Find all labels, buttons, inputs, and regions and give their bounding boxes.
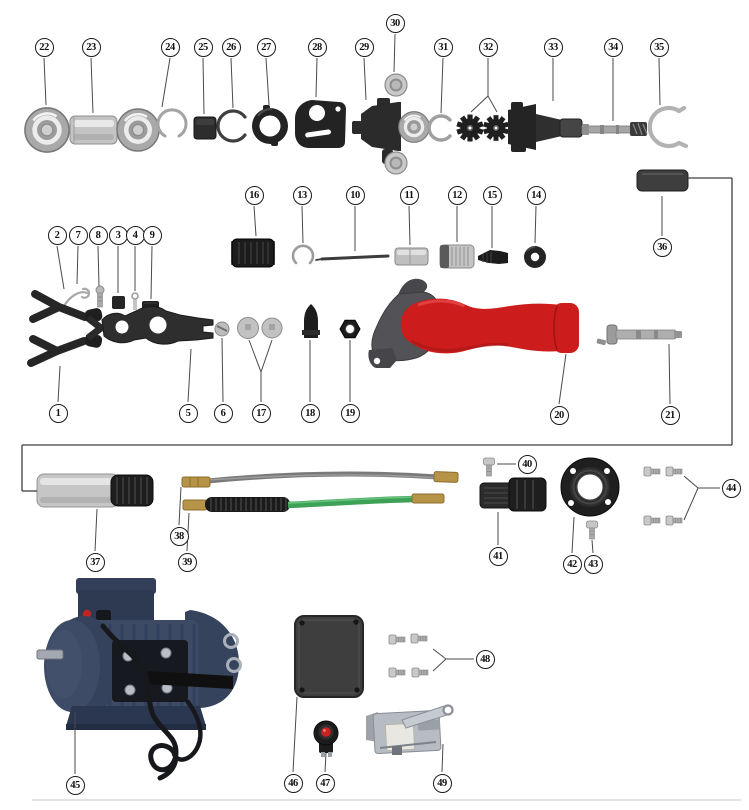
part-26-ring <box>216 109 247 143</box>
leader-17 <box>260 339 273 373</box>
leader-11 <box>408 205 411 246</box>
part-47-red-button-switch <box>313 720 339 757</box>
part-10-rod <box>315 254 390 261</box>
part-15-tapered-plug <box>478 250 508 264</box>
part-17-ball-joints <box>237 317 283 339</box>
leader-32 <box>470 95 489 113</box>
part-22-bearing <box>23 106 71 154</box>
leader-16 <box>253 205 257 237</box>
part-27-collar <box>252 105 288 146</box>
leader-39 <box>186 512 190 552</box>
leader-37 <box>94 508 98 552</box>
part-5-fork-arm <box>84 306 214 348</box>
part-36-cylinder <box>636 169 689 192</box>
leader-25 <box>202 57 205 115</box>
leader-26 <box>230 57 234 109</box>
part-43-screw <box>586 520 598 540</box>
part-23b-bearing <box>115 107 161 153</box>
part-14-grommet <box>524 246 546 268</box>
part-24-snap-ring <box>156 108 188 138</box>
leader-28 <box>315 57 318 98</box>
leader-31 <box>440 57 444 114</box>
part-37-outer-tube <box>36 473 154 508</box>
leader-49 <box>441 743 444 773</box>
part-29-housing <box>352 98 431 164</box>
leader-6 <box>221 337 224 403</box>
leader-7 <box>76 245 79 285</box>
part-45-electric-motor <box>36 578 242 781</box>
leader-5 <box>187 348 192 403</box>
part-32-gears <box>456 114 509 142</box>
leader-9 <box>150 245 153 300</box>
leader-27 <box>265 57 270 106</box>
leader-32 <box>487 95 498 113</box>
leader-42 <box>571 516 575 554</box>
part-31-c-clip <box>427 114 452 142</box>
part-2-upper-fork <box>29 290 89 323</box>
leader-24 <box>161 57 171 108</box>
part-8-screw <box>95 285 105 308</box>
leader-47 <box>324 752 327 773</box>
part-7-wire-clip <box>62 287 91 308</box>
part-19-hex-nut <box>339 319 361 339</box>
part-28-bracket-plate <box>295 100 346 148</box>
part-13-c-ring <box>291 244 315 265</box>
part-20-handle <box>368 278 579 368</box>
leader-13 <box>301 205 304 244</box>
leader-20 <box>558 353 567 405</box>
part-11-roller-sleeve <box>394 247 429 266</box>
leader-21 <box>668 343 671 405</box>
leader-30 <box>393 33 396 73</box>
leader-2 <box>56 245 65 290</box>
leader-38 <box>178 486 182 526</box>
part-16-barrel <box>231 238 275 268</box>
part-48-screw-set <box>388 633 429 678</box>
leader-lines-layer <box>21 33 741 801</box>
part-35-c-spring <box>647 105 689 149</box>
part-4-cotter-pin <box>131 292 139 310</box>
leader-8 <box>97 245 100 287</box>
part-46-cover-plate <box>294 615 364 698</box>
part-34-worm-shaft <box>581 122 648 136</box>
part-3-bushing-small <box>112 296 125 309</box>
part-44-screw-set <box>643 466 683 526</box>
leader-35 <box>658 57 661 106</box>
part-21-drive-shaft <box>596 324 682 346</box>
part-18-plug <box>302 304 320 338</box>
leader-23 <box>90 57 94 114</box>
part-40-screw <box>483 457 495 477</box>
leader-1 <box>57 365 61 403</box>
leader-43 <box>591 539 594 554</box>
part-41-coupling <box>479 477 547 512</box>
leader-44 <box>683 487 699 521</box>
part-1-lower-fork <box>27 335 88 367</box>
part-12-knurled-cylinder <box>439 244 475 269</box>
leader-22 <box>43 57 47 106</box>
leader-46 <box>292 696 298 773</box>
part-42-flange <box>560 457 620 517</box>
part-33-gear-shaft-housing <box>508 102 583 152</box>
leader-48 <box>432 658 447 672</box>
part-39-inner-flex-shaft <box>182 493 445 512</box>
part-38-drive-cable <box>181 471 459 488</box>
leader-29 <box>363 57 367 101</box>
part-25-block <box>193 116 217 140</box>
leader-17 <box>248 339 262 373</box>
leader-14 <box>534 205 537 244</box>
part-49-switch-assembly <box>366 704 454 755</box>
leader-44 <box>683 475 699 489</box>
part-23-sleeve <box>69 115 118 145</box>
part-6-screw-head <box>214 321 230 337</box>
leader-48 <box>432 648 447 660</box>
